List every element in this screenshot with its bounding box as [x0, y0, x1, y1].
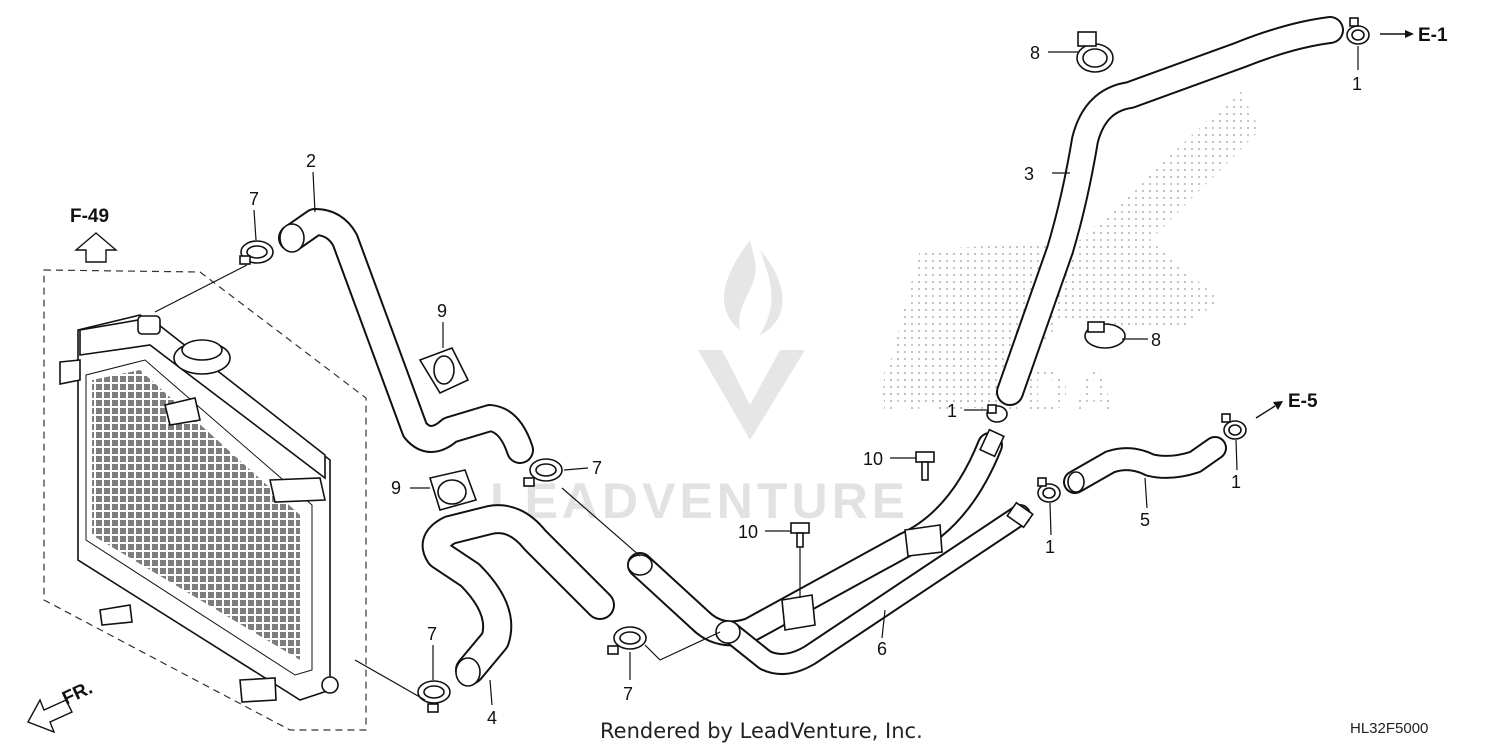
callout-10-lower[interactable]: 10: [738, 522, 758, 542]
clamp-8-top[interactable]: [1076, 31, 1114, 73]
radiator[interactable]: [43, 269, 367, 731]
ref-arrow-e1: [1380, 30, 1414, 38]
clamp-7-top[interactable]: [239, 240, 274, 265]
hose-4[interactable]: [421, 504, 615, 687]
ref-e5-label[interactable]: E-5: [1288, 391, 1318, 412]
ref-e1-label[interactable]: E-1: [1418, 25, 1448, 46]
clamp-1-right[interactable]: [1221, 413, 1247, 440]
bolt-10-lower[interactable]: [790, 522, 810, 548]
callout-1-right[interactable]: 1: [1231, 472, 1241, 492]
callout-7-mid[interactable]: 7: [592, 458, 602, 478]
leader-lines: [154, 46, 1359, 706]
callout-10-upper[interactable]: 10: [863, 449, 883, 469]
holder-9-lower[interactable]: [428, 469, 478, 511]
clamp-1-top[interactable]: [1346, 17, 1370, 45]
water-pipe-6[interactable]: [627, 428, 1034, 675]
callout-7-bottom[interactable]: 7: [427, 624, 437, 644]
clamp-1-mid[interactable]: [986, 404, 1008, 423]
leadventure-logo-watermark: [698, 240, 805, 440]
callout-1-mid[interactable]: 1: [947, 401, 957, 421]
callout-2[interactable]: 2: [306, 151, 316, 171]
hose-3[interactable]: [996, 16, 1344, 406]
front-arrow-icon: [27, 698, 73, 734]
clamp-1-pipe[interactable]: [1037, 477, 1061, 503]
callout-6[interactable]: 6: [877, 639, 887, 659]
holder-9-top[interactable]: [418, 346, 470, 395]
callout-5[interactable]: 5: [1140, 510, 1150, 530]
hose-2[interactable]: [278, 208, 534, 464]
callout-1-top[interactable]: 1: [1352, 74, 1362, 94]
callout-8-mid[interactable]: 8: [1151, 330, 1161, 350]
callout-3[interactable]: 3: [1024, 164, 1034, 184]
ref-arrow-f49: [74, 232, 118, 263]
callout-9-top[interactable]: 9: [437, 301, 447, 321]
callout-4[interactable]: 4: [487, 708, 497, 728]
clamp-7-bottom[interactable]: [417, 680, 451, 713]
leadventure-watermark-text: LEADVENTURE: [490, 473, 909, 529]
footer-credit: Rendered by LeadVenture, Inc.: [600, 719, 923, 743]
ref-arrow-e5: [1255, 401, 1283, 419]
callout-9-lower[interactable]: 9: [391, 478, 401, 498]
diagram-code: HL32F5000: [1350, 720, 1428, 737]
hose-5[interactable]: [1063, 436, 1227, 494]
callout-1-pipe[interactable]: 1: [1045, 537, 1055, 557]
clamp-7-mid[interactable]: [523, 458, 563, 487]
callout-8-top[interactable]: 8: [1030, 43, 1040, 63]
callout-7-top[interactable]: 7: [249, 189, 259, 209]
callout-7-lower[interactable]: 7: [623, 684, 633, 704]
clamp-7-lower[interactable]: [607, 626, 647, 655]
ref-f49-label[interactable]: F-49: [70, 206, 109, 227]
clamp-8-mid[interactable]: [1084, 321, 1126, 349]
bolt-10-upper[interactable]: [915, 451, 935, 481]
